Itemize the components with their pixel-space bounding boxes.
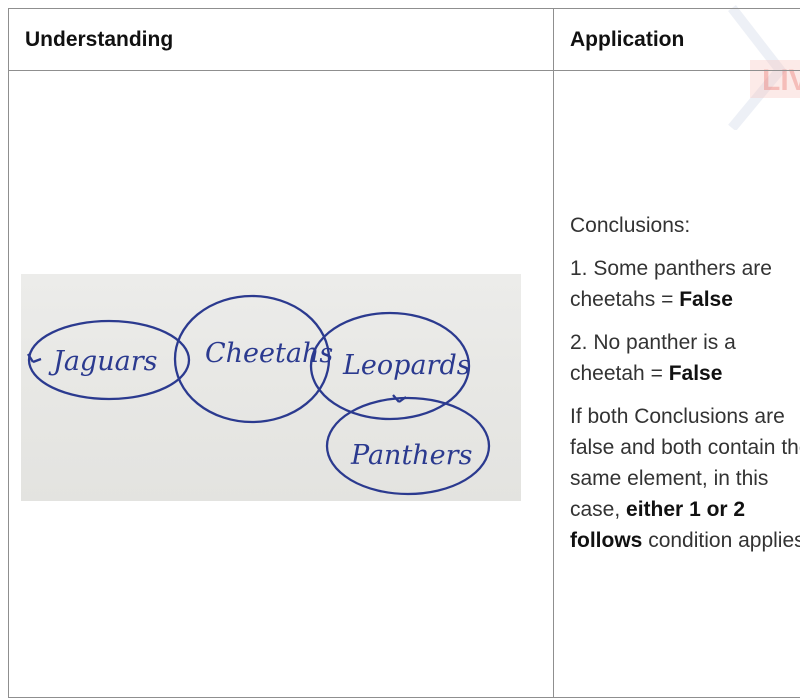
content-table: Understanding Application Jaguars: [8, 8, 800, 698]
conclusions-label: Conclusions:: [570, 210, 800, 241]
summary-post: condition applies.: [648, 529, 800, 552]
conclusion-1: 1. Some panthers are cheetahs = False: [570, 253, 800, 315]
conclusion-1-text: 1. Some panthers are cheetahs =: [570, 257, 772, 311]
jaguars-label: Jaguars: [48, 346, 157, 377]
venn-diagram-drawing: Jaguars Cheetahs Leopards Panthers: [21, 274, 521, 501]
header-application: Application: [554, 9, 800, 71]
venn-diagram-image: Jaguars Cheetahs Leopards Panthers: [21, 274, 521, 501]
understanding-cell: Jaguars Cheetahs Leopards Panthers: [9, 71, 554, 698]
header-understanding: Understanding: [9, 9, 554, 71]
conclusion-2: 2. No panther is a cheetah = False: [570, 327, 800, 389]
conclusion-1-result: False: [679, 288, 733, 311]
summary-paragraph: If both Conclusions are false and both c…: [570, 401, 800, 556]
table-row: Jaguars Cheetahs Leopards Panthers Concl…: [9, 71, 800, 698]
conclusion-2-result: False: [669, 362, 723, 385]
leopards-label: Leopards: [342, 350, 471, 381]
cheetahs-label: Cheetahs: [205, 338, 333, 369]
table-header-row: Understanding Application: [9, 9, 800, 71]
application-cell: Conclusions: 1. Some panthers are cheeta…: [554, 71, 800, 698]
panthers-label: Panthers: [350, 440, 472, 471]
